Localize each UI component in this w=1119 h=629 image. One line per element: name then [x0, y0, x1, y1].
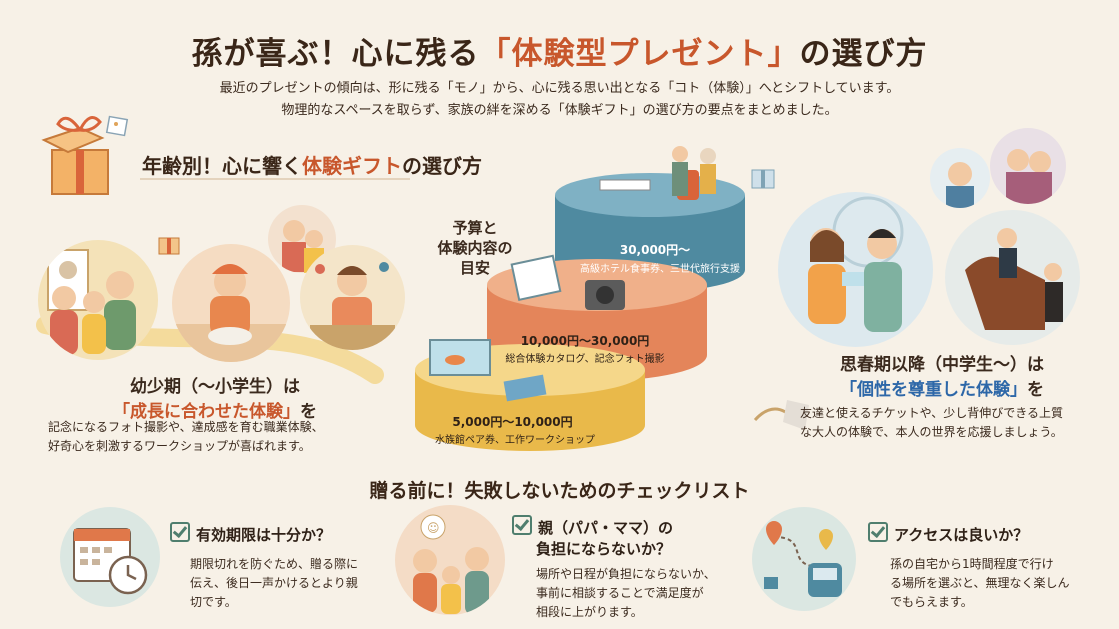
svg-text:☺: ☺ — [427, 521, 440, 535]
checkbox-icon — [512, 515, 532, 535]
young-body-line1: 記念になるフォト撮影や、達成感を育む職業体験、 — [48, 420, 324, 434]
calendar-clock-icon — [60, 507, 160, 607]
tier3-price: 30,000円〜 — [619, 243, 691, 257]
access-title: アクセスは良いか？ — [894, 526, 1029, 544]
access-body-line1: 孫の自宅から1時間程度で行け — [890, 557, 1054, 571]
small-gift-right-icon — [751, 169, 775, 189]
checklist-item-parent-burden: 親（パパ・ママ）の 負担にならないか？ 場所や日程が負担にならないか、 事前に相… — [512, 515, 742, 622]
horse-riding-photo — [945, 210, 1080, 345]
checklist-item-expiry: 有効期限は十分か？ 期限切れを防ぐため、贈る際に 伝え、後日一声かけるとより親 … — [170, 522, 380, 612]
grandparents-photo — [38, 240, 158, 360]
friend-avatar-1 — [930, 148, 990, 208]
ticket-mask-icon — [753, 400, 809, 430]
expiry-body-line1: 期限切れを防ぐため、贈る際に — [190, 557, 359, 571]
family-icon: ☺ — [395, 505, 505, 615]
access-body-line3: でもらえます。 — [890, 595, 973, 609]
young-body-line2: 好奇心を刺激するワークショップが喜ばれます。 — [48, 439, 311, 453]
expiry-title: 有効期限は十分か？ — [196, 526, 332, 544]
tier1-desc: 水族館ペア券、工作ワークショップ — [435, 435, 595, 446]
tier1-price: 5,000円〜10,000円 — [452, 415, 573, 429]
budget-label: 予算と 体験内容の 目安 — [420, 218, 530, 278]
teen-heading-suffix: を — [1027, 380, 1044, 400]
intro-text: 最近のプレゼントの傾向は、形に残る「モノ」から、心に残る思い出となる「コト（体験… — [0, 78, 1119, 122]
budget-label-line1: 予算と — [452, 219, 498, 237]
checkbox-icon — [868, 522, 888, 542]
budget-label-line2: 体験内容の — [437, 239, 513, 257]
age-heading-highlight: 体験ギフト — [302, 154, 402, 178]
age-heading-part2: の選び方 — [402, 154, 482, 178]
burden-body-line2: 事前に相談することで満足度が — [536, 586, 704, 600]
small-gift-icon — [158, 237, 180, 255]
tier2-desc-text: 総合体験カタログ、記念フォト撮影 — [505, 354, 665, 365]
burden-body-line1: 場所や日程が負担にならないか、 — [536, 567, 716, 581]
teen-body-line1: 友達と使えるチケットや、少し背伸びできる上質 — [800, 406, 1064, 420]
page-title: 孫が喜ぶ！心に残る「体験型プレゼント」の選び方 — [0, 28, 1119, 73]
young-heading-line1: 幼少期（〜小学生）は — [130, 377, 300, 397]
young-body: 記念になるフォト撮影や、達成感を育む職業体験、 好奇心を刺激するワークショップが… — [48, 418, 358, 456]
checkbox-icon — [170, 522, 190, 542]
budget-label-line3: 目安 — [459, 259, 490, 277]
young-heading-suffix: を — [300, 402, 317, 422]
cooking-child-photo — [172, 244, 290, 362]
checklist-title: 贈る前に！失敗しないためのチェックリスト — [369, 480, 750, 502]
teen-heading-line1: 思春期以降（中学生〜）は — [840, 355, 1044, 375]
age-section-heading: 年齢別！心に響く体験ギフトの選び方 — [142, 150, 482, 179]
teen-body: 友達と使えるチケットや、少し背伸びできる上質 な大人の体験で、本人の世界を応援し… — [800, 404, 1100, 442]
teen-heading-highlight: 「個性を尊重した体験」 — [840, 380, 1027, 400]
friend-avatar-2 — [990, 128, 1066, 204]
checklist-item-access: アクセスは良いか？ 孫の自宅から1時間程度で行け る場所を選ぶと、無理なく楽しん… — [868, 522, 1098, 612]
divider — [140, 178, 410, 180]
title-part1: 孫が喜ぶ！心に残る — [191, 36, 480, 72]
craft-child-photo — [300, 245, 405, 350]
age-heading-part1: 年齢別！心に響く — [142, 154, 302, 178]
young-heading-highlight: 「成長に合わせた体験」 — [113, 402, 300, 422]
expiry-body-line2: 伝え、後日一声かけるとより親 — [190, 576, 358, 590]
burden-body-line3: 相段に上がります。 — [536, 605, 643, 619]
teen-body-line2: な大人の体験で、本人の世界を応援しましょう。 — [800, 425, 1063, 439]
teen-friends-photo — [778, 192, 933, 347]
access-body-line2: る場所を選ぶと、無理なく楽しん — [890, 576, 1070, 590]
gift-box-icon — [41, 115, 129, 195]
couple-travel-icon — [672, 146, 716, 196]
burden-title-line1: 親（パパ・ママ）の — [538, 519, 674, 537]
expiry-body-line3: 切です。 — [190, 595, 237, 609]
intro-line2: 物理的なスペースを取らず、家族の絆を深める「体験ギフト」の選び方の要点をまとめま… — [281, 103, 838, 118]
tier3-desc: 高級ホテル食事券、三世代旅行支援 — [580, 264, 740, 275]
teen-heading: 思春期以降（中学生〜）は 「個性を尊重した体験」を — [812, 350, 1072, 400]
burden-title-line2: 負担にならないか？ — [536, 540, 672, 558]
young-heading: 幼少期（〜小学生）は 「成長に合わせた体験」を — [95, 372, 335, 422]
map-train-icon — [752, 507, 856, 611]
title-part2: の選び方 — [799, 36, 928, 72]
tier2-price: 10,000円〜30,000円 — [520, 334, 650, 348]
intro-line1: 最近のプレゼントの傾向は、形に残る「モノ」から、心に残る思い出となる「コト（体験… — [219, 81, 900, 96]
title-highlight: 「体験型プレゼント」 — [479, 36, 800, 72]
